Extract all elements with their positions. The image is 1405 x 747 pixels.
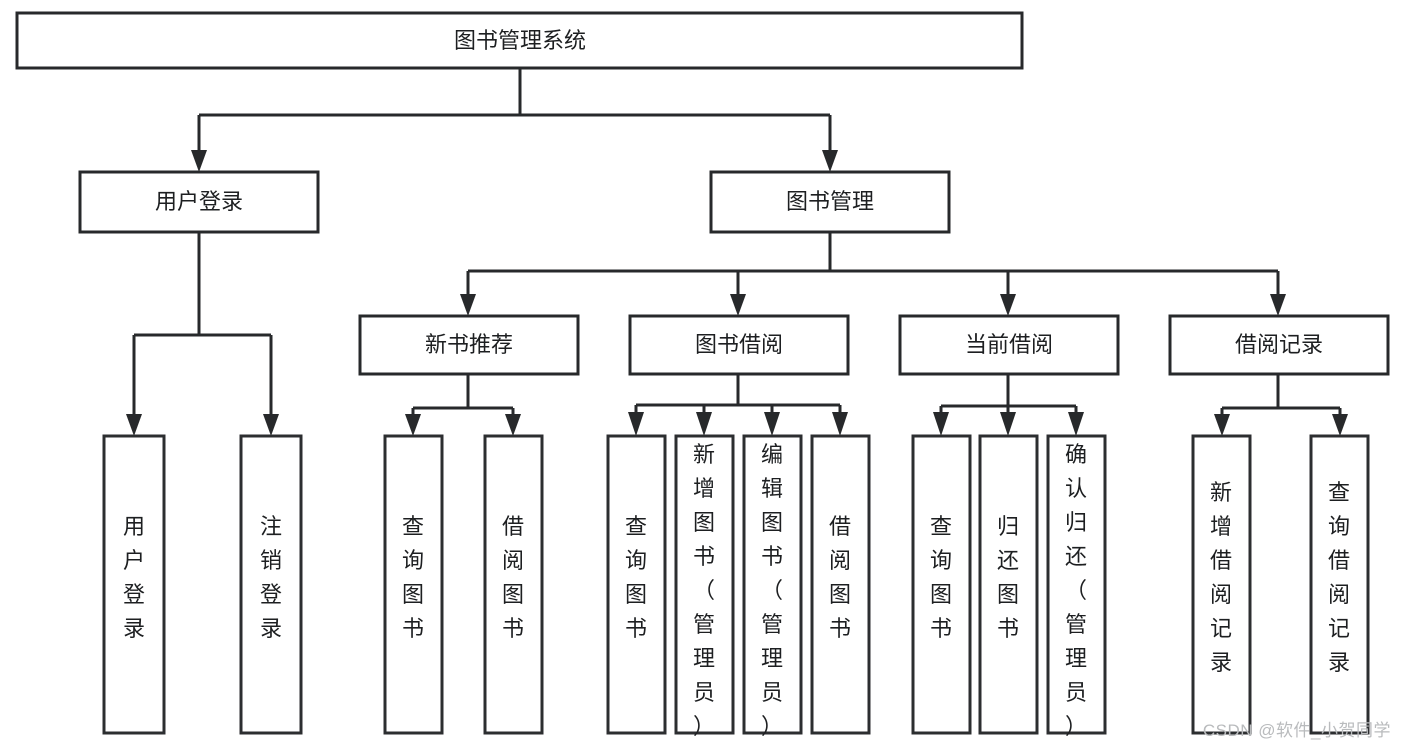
node-leaf-user-login[interactable]: 用户登录 [102,434,166,735]
arrowhead-leaf-borrow-book-2 [832,412,848,436]
node-leaf-borrow-book-1-label: 借阅图书 [502,514,524,641]
node-leaf-borrow-book-2-label: 借阅图书 [829,514,851,641]
node-root-label: 图书管理系统 [454,28,586,53]
node-leaf-query-record-label: 查询借阅记录 [1328,480,1350,675]
csdn-watermark: CSDN @软件_小贺同学 [1202,721,1391,740]
node-book-manage-box[interactable] [709,170,951,234]
node-leaf-borrow-book-2-box[interactable] [810,434,871,735]
arrowhead-leaf-borrow-book-1 [505,414,521,436]
node-leaf-query-book-1-box[interactable] [383,434,444,735]
node-new-book-recommend-label: 新书推荐 [425,332,513,357]
node-book-borrow-box[interactable] [628,314,850,376]
node-leaf-query-record[interactable]: 查询借阅记录 [1309,434,1370,735]
node-user-login-label: 用户登录 [155,189,243,214]
node-leaf-borrow-book-1[interactable]: 借阅图书 [483,434,544,735]
node-leaf-add-record-box[interactable] [1191,434,1252,735]
arrowhead-user-login [191,150,207,172]
node-current-borrow-box[interactable] [898,314,1120,376]
node-book-manage[interactable]: 图书管理 [709,170,951,234]
node-leaf-edit-book-box[interactable] [742,434,803,735]
node-leaf-query-book-1-label: 查询图书 [402,514,424,641]
node-user-login[interactable]: 用户登录 [78,170,320,234]
arrowhead-leaf-confirm-return [1068,412,1084,436]
arrowhead-leaf-query-record [1332,414,1348,436]
node-new-book-recommend-box[interactable] [358,314,580,376]
node-leaf-query-book-3-box[interactable] [911,434,972,735]
connector-layer [126,68,1348,436]
arrowhead-leaf-query-book-1 [405,414,421,436]
arrowhead-book-manage [822,150,838,172]
arrowhead-leaf-logout [263,414,279,436]
node-borrow-record-box[interactable] [1168,314,1390,376]
node-leaf-confirm-return[interactable]: 确认归还（管理员） [1046,434,1107,739]
node-leaf-return-book-label: 归还图书 [997,514,1019,641]
arrowhead-book-borrow [730,294,746,316]
node-leaf-query-book-2-box[interactable] [606,434,667,735]
arrowhead-leaf-edit-book [764,412,780,436]
node-leaf-query-book-3-label: 查询图书 [930,514,952,641]
node-leaf-edit-book[interactable]: 编辑图书（管理员） [742,434,803,739]
arrowhead-leaf-user-login [126,414,142,436]
node-leaf-add-book-box[interactable] [674,434,735,735]
node-leaf-confirm-return-box[interactable] [1046,434,1107,735]
node-leaf-confirm-return-label: 确认归还（管理员） [1065,442,1087,739]
node-borrow-record[interactable]: 借阅记录 [1168,314,1390,376]
node-current-borrow[interactable]: 当前借阅 [898,314,1120,376]
node-leaf-user-login-label: 用户登录 [123,514,145,641]
node-leaf-query-book-3[interactable]: 查询图书 [911,434,972,735]
arrowhead-leaf-add-record [1214,414,1230,436]
node-leaf-logout-box[interactable] [239,434,303,735]
node-leaf-add-record[interactable]: 新增借阅记录 [1191,434,1252,735]
node-book-borrow-label: 图书借阅 [695,332,783,357]
node-leaf-query-book-2-label: 查询图书 [625,514,647,641]
node-leaf-add-record-label: 新增借阅记录 [1210,480,1232,675]
node-leaf-edit-book-label: 编辑图书（管理员） [761,442,783,739]
node-leaf-return-book[interactable]: 归还图书 [978,434,1039,735]
node-user-login-box[interactable] [78,170,320,234]
node-leaf-logout-label: 注销登录 [260,514,282,641]
node-current-borrow-label: 当前借阅 [965,332,1053,357]
node-book-manage-label: 图书管理 [786,189,874,214]
node-leaf-borrow-book-2[interactable]: 借阅图书 [810,434,871,735]
node-leaf-add-book-label: 新增图书（管理员） [693,442,715,739]
node-leaf-query-record-box[interactable] [1309,434,1370,735]
node-root-box[interactable] [15,11,1024,70]
node-borrow-record-label: 借阅记录 [1235,332,1323,357]
node-leaf-add-book[interactable]: 新增图书（管理员） [674,434,735,739]
arrowhead-current-borrow [1000,294,1016,316]
arrowhead-leaf-query-book-3 [933,412,949,436]
arrowhead-leaf-query-book-2 [628,412,644,436]
node-leaf-query-book-1[interactable]: 查询图书 [383,434,444,735]
node-leaf-logout[interactable]: 注销登录 [239,434,303,735]
arrowhead-leaf-return-book [1000,412,1016,436]
arrowhead-new-book-recommend [460,294,476,316]
node-leaf-return-book-box[interactable] [978,434,1039,735]
arrowhead-borrow-record [1270,294,1286,316]
node-leaf-user-login-box[interactable] [102,434,166,735]
node-root[interactable]: 图书管理系统 [15,11,1024,70]
node-leaf-borrow-book-1-box[interactable] [483,434,544,735]
arrowhead-leaf-add-book [696,412,712,436]
node-book-borrow[interactable]: 图书借阅 [628,314,850,376]
node-leaf-query-book-2[interactable]: 查询图书 [606,434,667,735]
node-new-book-recommend[interactable]: 新书推荐 [358,314,580,376]
